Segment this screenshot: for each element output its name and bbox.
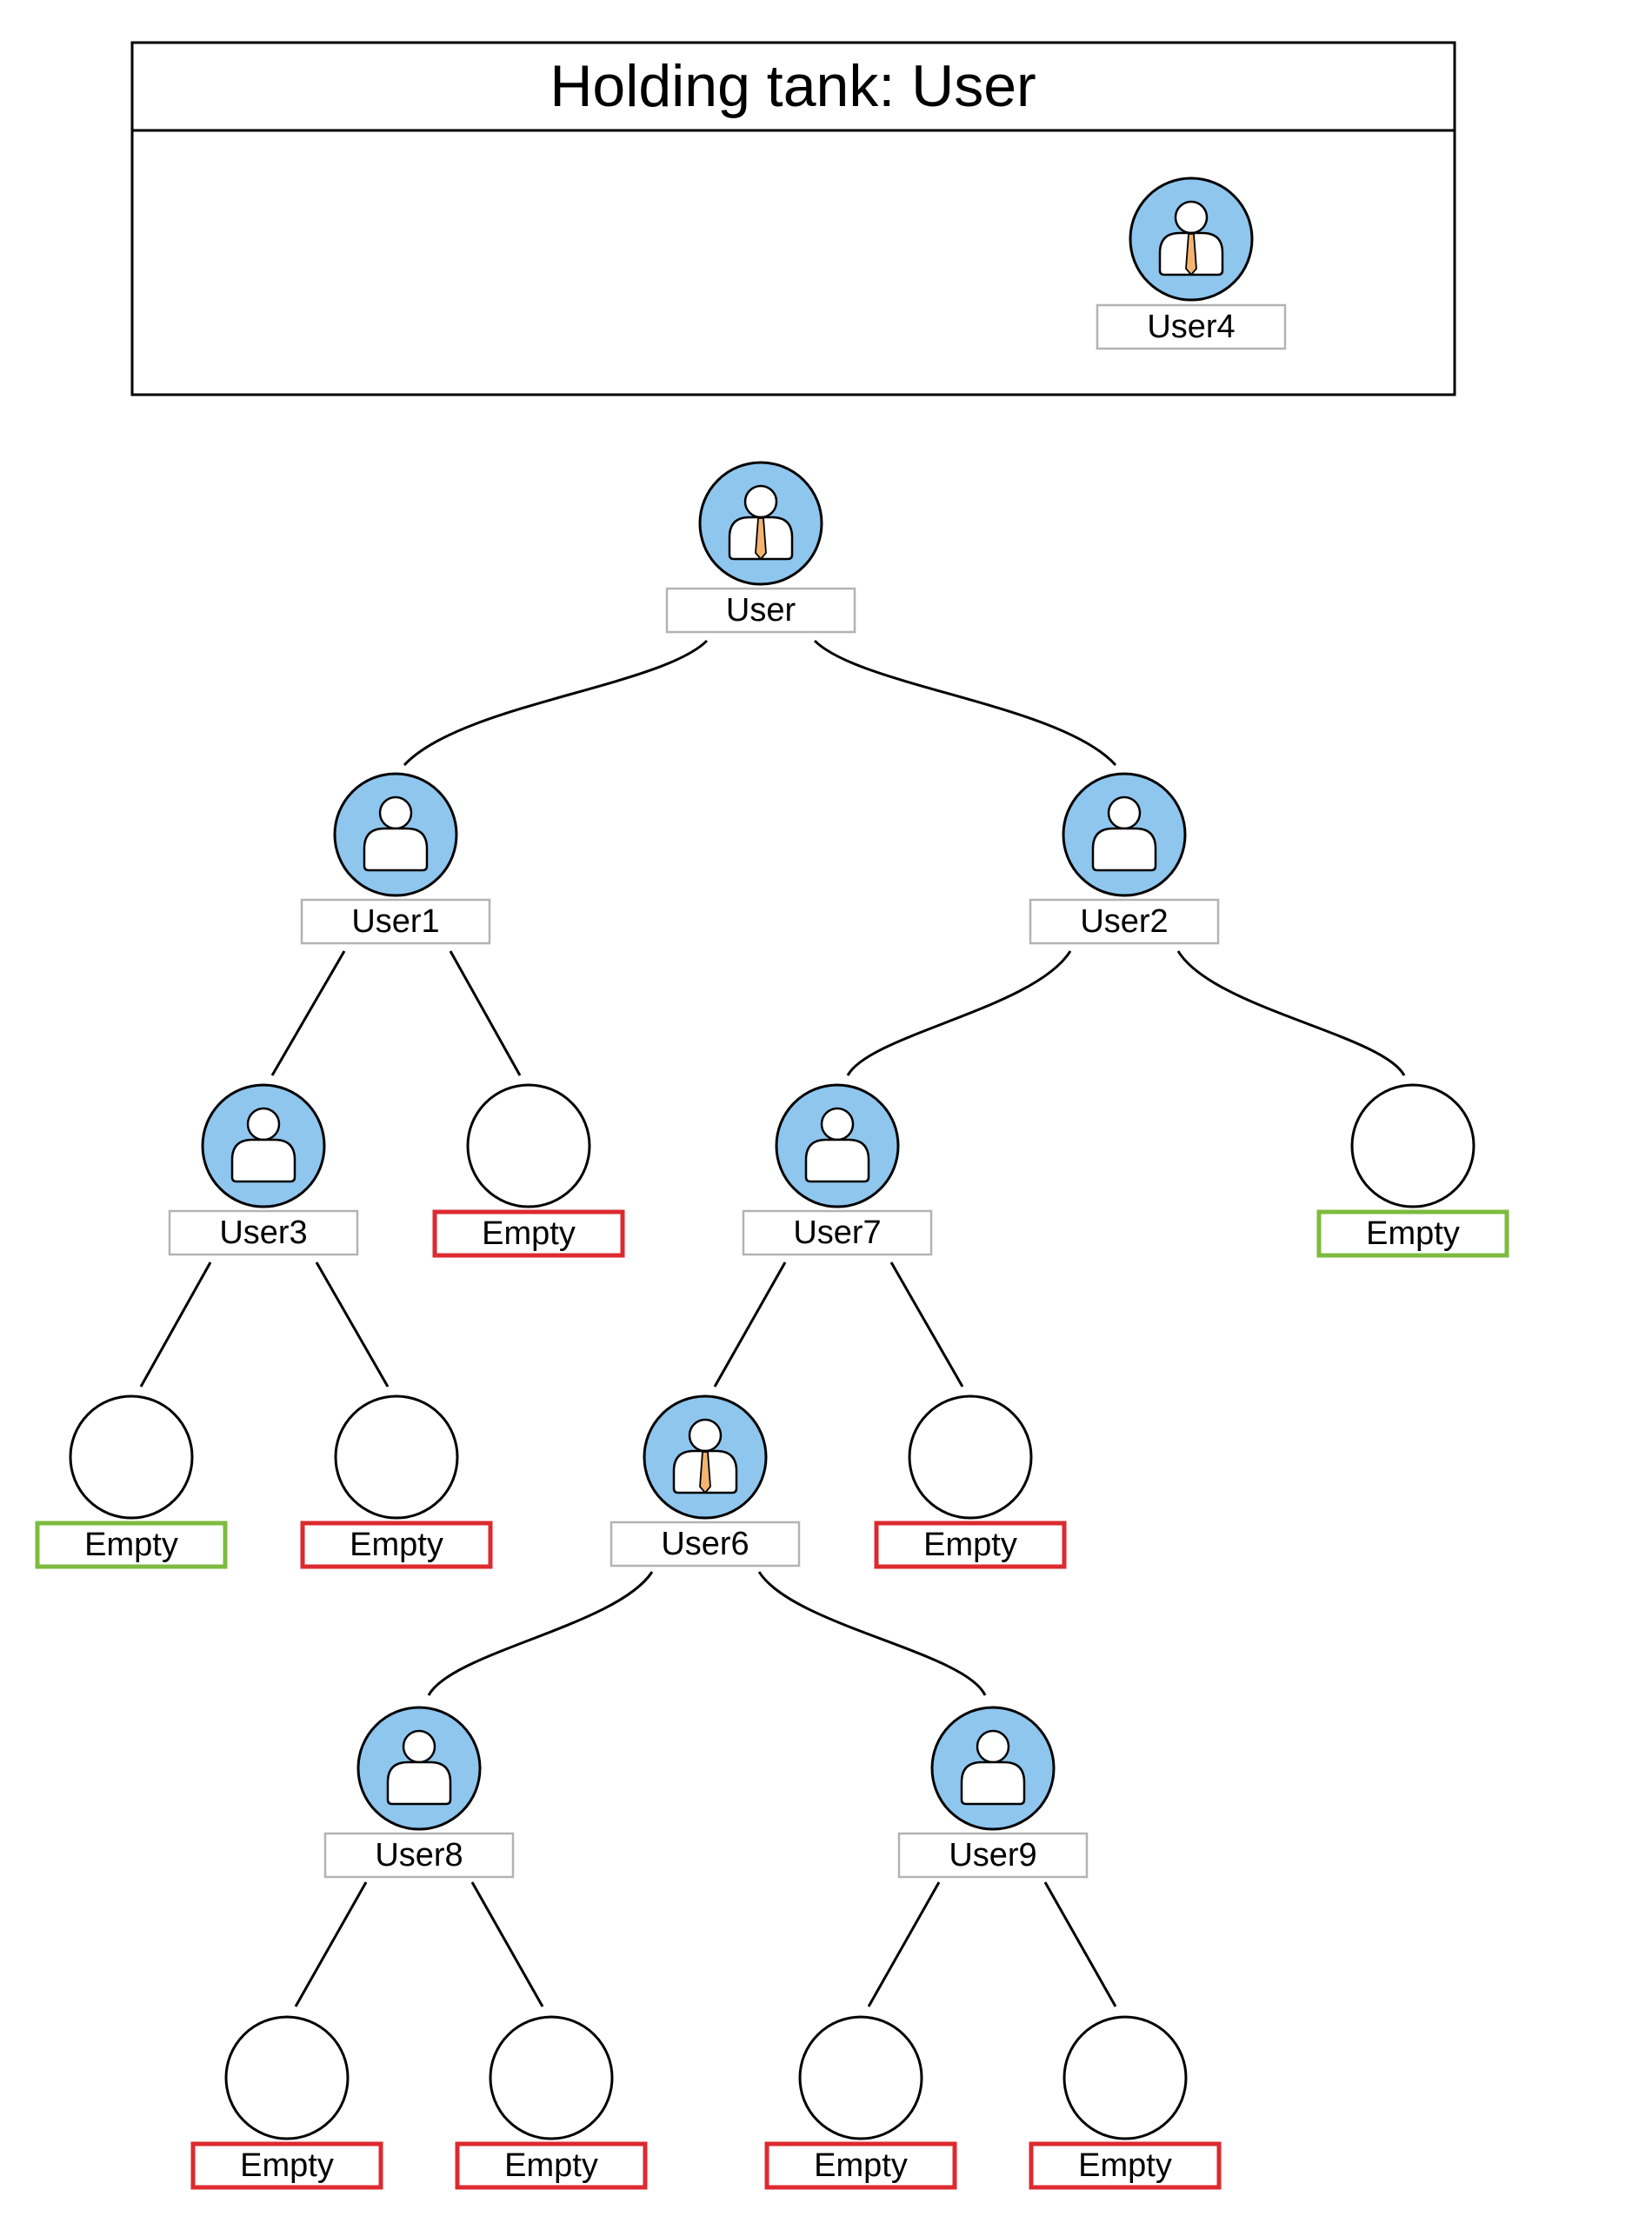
member-label-box: [1096, 303, 1287, 350]
connector-user1-empty: [449, 950, 522, 1076]
empty-slot-node[interactable]: Empty: [874, 1394, 1067, 1569]
connector-user9-empty-right: [1043, 1881, 1117, 2007]
connector-user3-empty-right: [315, 1261, 390, 1388]
empty-slot-label: Empty: [350, 1527, 443, 1563]
connector-user7-user6: [713, 1261, 787, 1388]
user-node-user3[interactable]: User3: [168, 1083, 359, 1256]
empty-slot-label-box-red: [190, 2141, 383, 2190]
empty-slot-label: Empty: [814, 2147, 908, 2184]
empty-slot-label-box-red: [1029, 2141, 1222, 2190]
holding-tank-title: Holding tank: User: [550, 53, 1036, 119]
empty-slot-node[interactable]: Empty: [764, 2015, 957, 2190]
user-node-user2[interactable]: User2: [1029, 772, 1220, 945]
connector-user-user2: [813, 639, 1117, 767]
connector-user2-user7: [846, 950, 1072, 1076]
connector-user2-empty: [1176, 950, 1406, 1076]
connector-user8-empty-right: [470, 1881, 544, 2007]
node-label-box: [1029, 898, 1220, 945]
empty-slot-label-box-red: [874, 1521, 1067, 1569]
holding-tank-panel: Holding tank: User User4: [130, 41, 1456, 396]
connector-user7-empty: [889, 1261, 964, 1388]
node-label: User: [726, 592, 796, 629]
connector-user1-user3: [270, 950, 346, 1076]
user-node-user8[interactable]: User8: [323, 1706, 515, 1879]
connector-user6-user9: [757, 1571, 987, 1696]
empty-slot-label: Empty: [1366, 1215, 1460, 1252]
node-label: User3: [219, 1215, 307, 1251]
connector-user6-user8: [427, 1571, 654, 1696]
empty-slot-label-box-red: [300, 1521, 493, 1569]
empty-slot-circle: [1062, 2015, 1188, 2140]
empty-slot-circle: [334, 1394, 459, 1520]
tree-connectors: [139, 639, 1406, 2007]
empty-slot-label-box-green: [35, 1521, 228, 1569]
node-label-box: [897, 1832, 1089, 1879]
empty-slot-circle: [69, 1394, 194, 1520]
empty-slot-node[interactable]: Empty: [1029, 2015, 1222, 2190]
connector-user-user1: [403, 639, 709, 767]
connector-user8-empty-left: [294, 1881, 368, 2007]
node-label-box: [300, 898, 491, 945]
empty-slot-node[interactable]: Empty: [190, 2015, 383, 2190]
empty-slot-label: Empty: [504, 2147, 598, 2184]
empty-slot-node[interactable]: Empty: [300, 1394, 493, 1569]
empty-slot-node[interactable]: Empty: [432, 1083, 625, 1258]
empty-slot-label-box-red: [432, 1209, 625, 1258]
user-node-user9[interactable]: User9: [897, 1706, 1089, 1879]
empty-slot-label-box-green: [1316, 1209, 1509, 1258]
empty-slot-circle: [798, 2015, 923, 2140]
empty-slot-circle: [489, 2015, 614, 2140]
empty-slot-label: Empty: [84, 1527, 178, 1563]
empty-slot-circle: [224, 2015, 350, 2140]
empty-slot-node[interactable]: Empty: [455, 2015, 648, 2190]
connector-user9-empty-left: [867, 1881, 941, 2007]
user-node-user[interactable]: User: [665, 461, 856, 634]
user-node-user7[interactable]: User7: [742, 1083, 933, 1256]
node-label: User1: [351, 903, 439, 940]
node-label-box: [610, 1521, 801, 1567]
node-label: User6: [661, 1526, 749, 1562]
node-label: User7: [793, 1215, 881, 1251]
empty-slot-label: Empty: [923, 1527, 1017, 1563]
user-node-user6[interactable]: User6: [610, 1394, 801, 1567]
empty-slot-circle: [466, 1083, 591, 1208]
empty-slot-circle: [1350, 1083, 1475, 1208]
empty-slot-label: Empty: [482, 1215, 576, 1252]
node-label: User8: [375, 1837, 463, 1874]
node-label-box: [168, 1209, 359, 1256]
user-node-user1[interactable]: User1: [300, 772, 491, 945]
empty-slot-node[interactable]: Empty: [1316, 1083, 1509, 1258]
node-label-box: [665, 587, 856, 634]
node-label: User9: [949, 1837, 1036, 1874]
empty-slot-label-box-red: [764, 2141, 957, 2190]
empty-slot-label: Empty: [240, 2147, 334, 2184]
empty-slot-label-box-red: [455, 2141, 648, 2190]
holding-tank-member[interactable]: User4: [1096, 176, 1287, 350]
connector-user3-empty-left: [139, 1261, 212, 1388]
node-label-box: [742, 1209, 933, 1256]
empty-slot-label: Empty: [1078, 2147, 1172, 2184]
member-label: User4: [1147, 309, 1235, 345]
node-label: User2: [1080, 903, 1168, 940]
empty-slot-circle: [908, 1394, 1033, 1520]
empty-slot-node[interactable]: Empty: [35, 1394, 228, 1569]
node-label-box: [323, 1832, 515, 1879]
